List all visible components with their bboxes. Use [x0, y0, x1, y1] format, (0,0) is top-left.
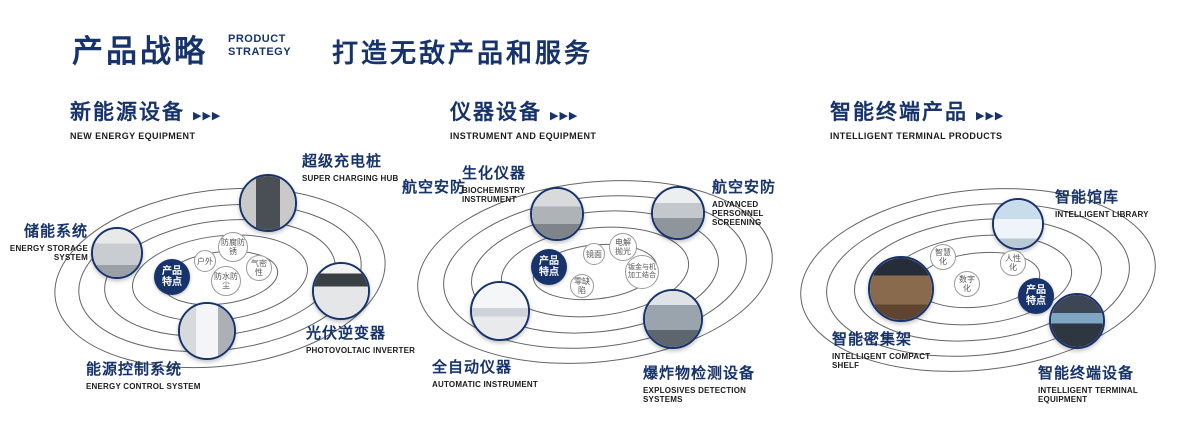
page-title-english-line1: PRODUCT — [228, 33, 286, 45]
product-subtitle: INTELLIGENT LIBRARY — [1055, 210, 1149, 219]
feature-bubble-zero-defect: 零缺陷 — [570, 274, 594, 298]
product-title: 智能终端设备 — [1038, 365, 1135, 382]
product-photo-terminal-equipment — [1049, 293, 1105, 349]
orbit-rings-instrument — [417, 180, 773, 364]
product-label-personnel-screening: 航空安防 ADVANCED PERSONNEL SCREENING — [712, 176, 804, 227]
orbit-rings-intelligent-terminal — [800, 188, 1156, 372]
product-label-photovoltaic-inverter: 光伏逆变器 PHOTOVOLTAIC INVERTER — [306, 322, 416, 355]
product-title: 能源控制系统 — [86, 361, 183, 378]
terminal-equipment-image — [1051, 295, 1103, 347]
product-subtitle: PHOTOVOLTAIC INVERTER — [306, 346, 416, 355]
product-subtitle: ENERGY CONTROL SYSTEM — [86, 382, 201, 391]
product-subtitle: SUPER CHARGING HUB — [302, 174, 399, 183]
product-photo-compact-shelf — [868, 256, 934, 322]
section-subtitle: NEW ENERGY EQUIPMENT — [70, 131, 196, 141]
feature-bubble-sheetmetal-machining: 钣金与机加工结合 — [625, 255, 659, 289]
product-title: 爆炸物检测设备 — [643, 365, 756, 382]
energy-storage-image — [93, 229, 141, 277]
biochemistry-image — [532, 189, 582, 239]
product-subtitle: BIOCHEMISTRY INSTRUMENT — [462, 186, 526, 204]
product-title: 航空安防 — [712, 179, 777, 196]
product-photo-personnel-screening — [651, 186, 705, 240]
product-features-badge: 产品特点 — [1018, 278, 1054, 314]
triple-arrow-icon: ▶▶▶ — [550, 110, 579, 122]
product-subtitle: INTELLIGENT TERMINAL EQUIPMENT — [1038, 386, 1138, 404]
tagline: 打造无敌产品和服务 — [332, 38, 594, 68]
product-subtitle: INTELLIGENT COMPACT SHELF — [832, 352, 931, 370]
side-label-text: 航空安防 — [402, 179, 467, 196]
feature-bubble-digital: 数字化 — [954, 271, 980, 297]
section-title: 仪器设备 — [450, 101, 542, 124]
section-title: 新能源设备 — [70, 101, 185, 124]
orbit-ring-group — [417, 180, 773, 364]
page-title-english-line2: STRATEGY — [228, 46, 292, 58]
triple-arrow-icon: ▶▶▶ — [193, 110, 222, 122]
product-photo-energy-control — [178, 302, 236, 360]
product-features-badge: 产品特点 — [154, 259, 190, 295]
feature-bubble-airtightness: 气密性 — [246, 255, 272, 281]
product-features-badge: 产品特点 — [531, 249, 567, 285]
product-label-terminal-equipment: 智能终端设备 INTELLIGENT TERMINAL EQUIPMENT — [1038, 362, 1173, 404]
section-subtitle: INTELLIGENT TERMINAL PRODUCTS — [830, 131, 1003, 141]
product-label-energy-storage: 储能系统 ENERGY STORAGE SYSTEM — [2, 220, 88, 262]
product-photo-explosives-detection — [643, 289, 703, 349]
feature-bubble-smart: 智慧化 — [930, 244, 956, 270]
product-title: 生化仪器 — [462, 165, 527, 182]
product-photo-photovoltaic-inverter — [312, 262, 370, 320]
compact-shelf-image — [870, 258, 932, 320]
energy-control-image — [180, 304, 234, 358]
triple-arrow-icon: ▶▶▶ — [976, 110, 1005, 122]
feature-bubble-anticorrosion: 防腐防锈 — [218, 232, 248, 262]
explosives-detection-image — [645, 291, 701, 347]
product-label-compact-shelf: 智能密集架 INTELLIGENT COMPACT SHELF — [832, 328, 937, 370]
super-charging-hub-image — [241, 176, 295, 230]
side-label-aviation-security: 航空安防 — [402, 176, 466, 197]
product-title: 储能系统 — [23, 223, 88, 240]
product-title: 智能馆库 — [1055, 189, 1120, 206]
page-title-english: PRODUCT STRATEGY — [228, 33, 291, 59]
product-subtitle: ENERGY STORAGE SYSTEM — [9, 244, 88, 262]
product-title: 智能密集架 — [832, 331, 913, 348]
section-subtitle: INSTRUMENT AND EQUIPMENT — [450, 131, 597, 141]
automatic-instrument-image — [472, 283, 528, 339]
orbit-ring-group — [800, 188, 1156, 372]
product-label-automatic-instrument: 全自动仪器 AUTOMATIC INSTRUMENT — [432, 356, 542, 389]
product-title: 超级充电桩 — [302, 153, 383, 170]
product-subtitle: AUTOMATIC INSTRUMENT — [432, 380, 538, 389]
feature-bubble-electropolishing: 电解抛光 — [609, 233, 637, 261]
product-title: 全自动仪器 — [432, 359, 513, 376]
product-subtitle: EXPLOSIVES DETECTION SYSTEMS — [643, 386, 747, 404]
product-title: 光伏逆变器 — [306, 325, 387, 342]
product-subtitle: ADVANCED PERSONNEL SCREENING — [712, 200, 764, 227]
product-label-super-charging-hub: 超级充电桩 SUPER CHARGING HUB — [302, 150, 412, 183]
section-heading-new-energy: 新能源设备 ▶▶▶ NEW ENERGY EQUIPMENT — [70, 96, 221, 141]
page-title: 产品战略 — [72, 34, 208, 69]
product-label-explosives-detection: 爆炸物检测设备 EXPLOSIVES DETECTION SYSTEMS — [643, 362, 773, 404]
product-photo-energy-storage — [91, 227, 143, 279]
product-photo-biochemistry — [530, 187, 584, 241]
feature-bubble-waterproof: 防水防尘 — [211, 266, 241, 296]
section-heading-intelligent-terminal: 智能终端产品 ▶▶▶ INTELLIGENT TERMINAL PRODUCTS — [830, 96, 1004, 141]
product-photo-intelligent-library — [992, 198, 1044, 250]
feature-bubble-mirror-finish: 镜面 — [583, 243, 605, 265]
section-heading-instrument: 仪器设备 ▶▶▶ INSTRUMENT AND EQUIPMENT — [450, 96, 596, 141]
feature-bubble-humanized: 人性化 — [1000, 250, 1026, 276]
section-title: 智能终端产品 — [830, 101, 968, 124]
product-label-intelligent-library: 智能馆库 INTELLIGENT LIBRARY — [1055, 186, 1165, 219]
product-label-biochemistry: 生化仪器 BIOCHEMISTRY INSTRUMENT — [462, 162, 577, 204]
intelligent-library-image — [994, 200, 1042, 248]
personnel-screening-image — [653, 188, 703, 238]
photovoltaic-inverter-image — [314, 264, 368, 318]
feature-bubble-outdoor: 户外 — [194, 250, 216, 272]
product-label-energy-control: 能源控制系统 ENERGY CONTROL SYSTEM — [86, 358, 206, 391]
product-photo-super-charging-hub — [239, 174, 297, 232]
product-photo-automatic-instrument — [470, 281, 530, 341]
